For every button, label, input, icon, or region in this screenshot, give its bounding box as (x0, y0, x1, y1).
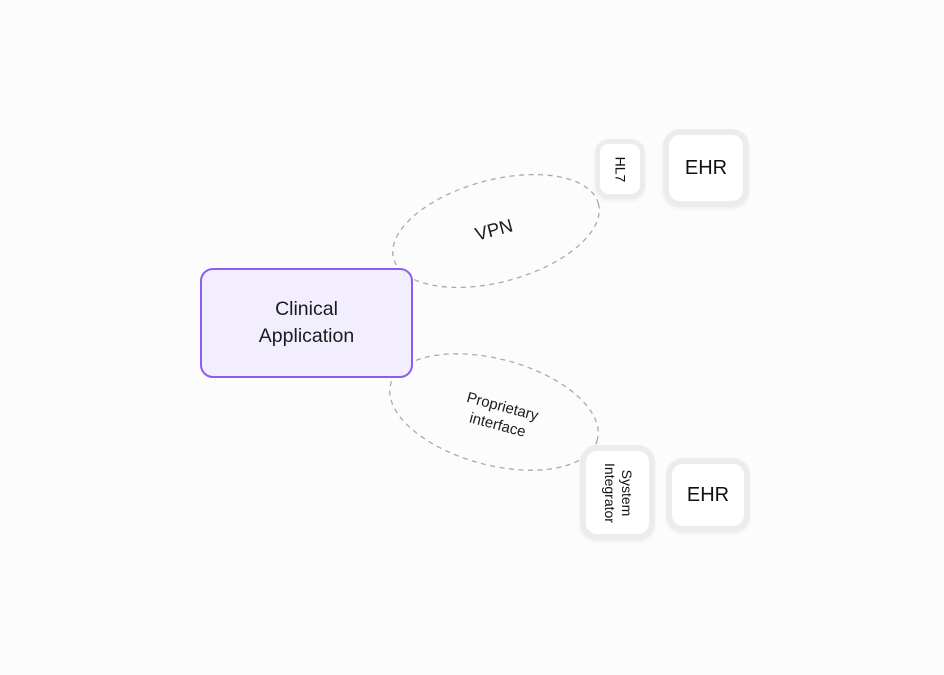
hl7-node: HL7 (595, 139, 645, 199)
ehr-bottom-node: EHR (666, 458, 750, 532)
clinical-application-label: Clinical Application (258, 298, 355, 347)
hl7-label: HL7 (612, 156, 629, 182)
ehr-top-label: EHR (684, 156, 728, 179)
ehr-top-node: EHR (663, 129, 749, 207)
ehr-bottom-label: EHR (686, 483, 730, 506)
system-integrator-node: System Integrator (580, 445, 655, 540)
clinical-application-node: Clinical Application (200, 268, 413, 378)
vpn-ellipse-outline (392, 173, 600, 289)
proprietary-ellipse-outline (389, 353, 599, 471)
system-integrator-label: System Integrator (601, 462, 635, 523)
